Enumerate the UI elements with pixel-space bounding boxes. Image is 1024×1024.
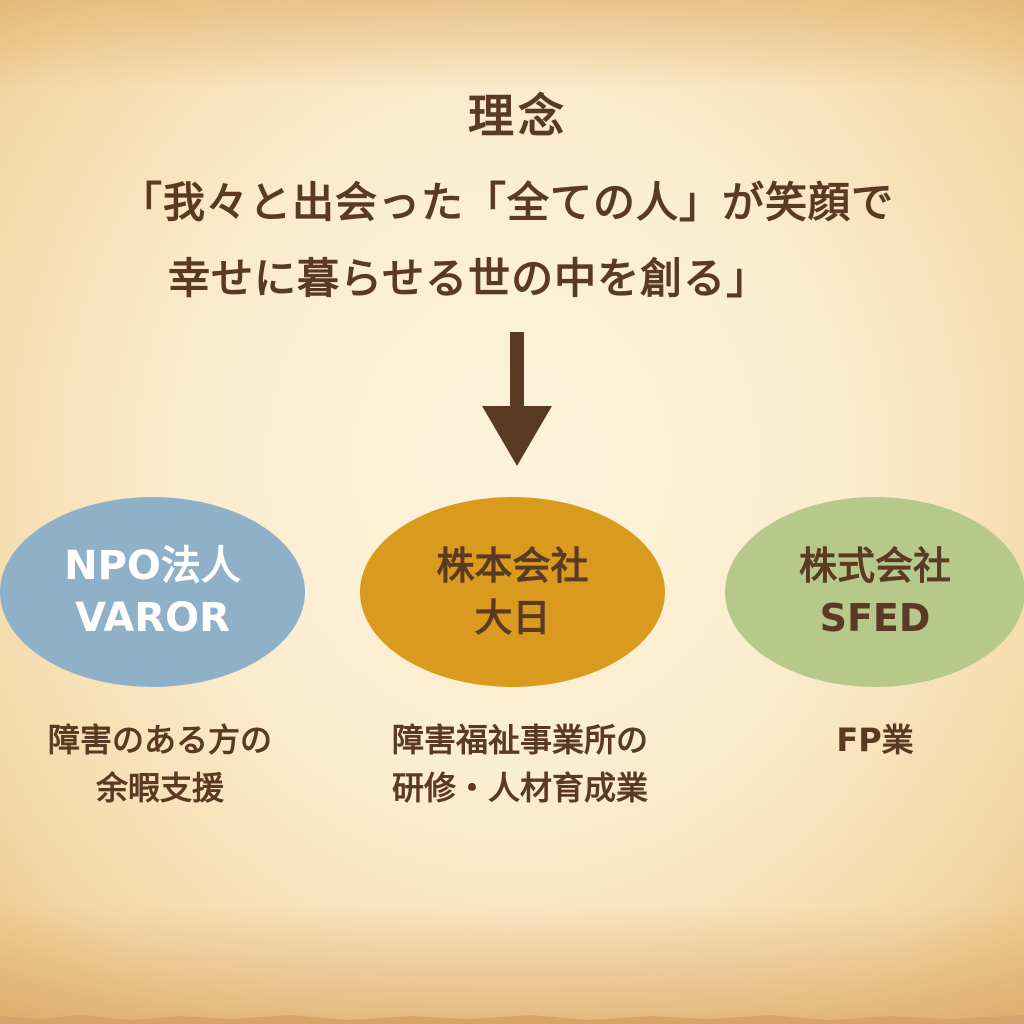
org-desc-line1: FP業 bbox=[836, 721, 914, 759]
org-sfed-oval: 株式会社 SFED bbox=[725, 497, 1024, 687]
org-name-line2: SFED bbox=[819, 596, 931, 640]
parchment-top-shade bbox=[0, 0, 1024, 90]
org-desc-line1: 障害のある方の bbox=[47, 721, 272, 759]
org-sfed-description: FP業 bbox=[725, 716, 1024, 764]
philosophy-motto: 「我々と出会った「全ての人」が笑顔で 幸せに暮らせる世の中を創る」 bbox=[120, 165, 1020, 317]
org-name-line2: VAROR bbox=[75, 595, 230, 641]
motto-line-1: 「我々と出会った「全ての人」が笑顔で bbox=[120, 178, 895, 227]
org-daiichi-oval: 株本会社 大日 bbox=[360, 497, 665, 687]
org-npo-varor-oval: NPO法人 VAROR bbox=[0, 497, 305, 687]
org-desc-line2: 研修・人材育成業 bbox=[391, 769, 648, 807]
org-name-line2: 大日 bbox=[474, 596, 551, 640]
org-desc-line2: 余暇支援 bbox=[95, 769, 224, 807]
torn-edge-decoration bbox=[0, 1015, 1024, 1024]
down-arrow-icon bbox=[482, 332, 552, 466]
org-name-line1: NPO法人 bbox=[64, 543, 241, 589]
philosophy-title: 理念 bbox=[468, 89, 568, 143]
parchment-bottom-shade bbox=[0, 904, 1024, 1024]
org-desc-line1: 障害福祉事業所の bbox=[391, 721, 648, 759]
org-daiichi-description: 障害福祉事業所の 研修・人材育成業 bbox=[360, 716, 680, 812]
org-name-line1: 株本会社 bbox=[436, 544, 589, 588]
org-npo-varor-description: 障害のある方の 余暇支援 bbox=[0, 716, 320, 812]
org-name-line1: 株式会社 bbox=[798, 544, 951, 588]
motto-line-2: 幸せに暮らせる世の中を創る」 bbox=[168, 254, 770, 303]
